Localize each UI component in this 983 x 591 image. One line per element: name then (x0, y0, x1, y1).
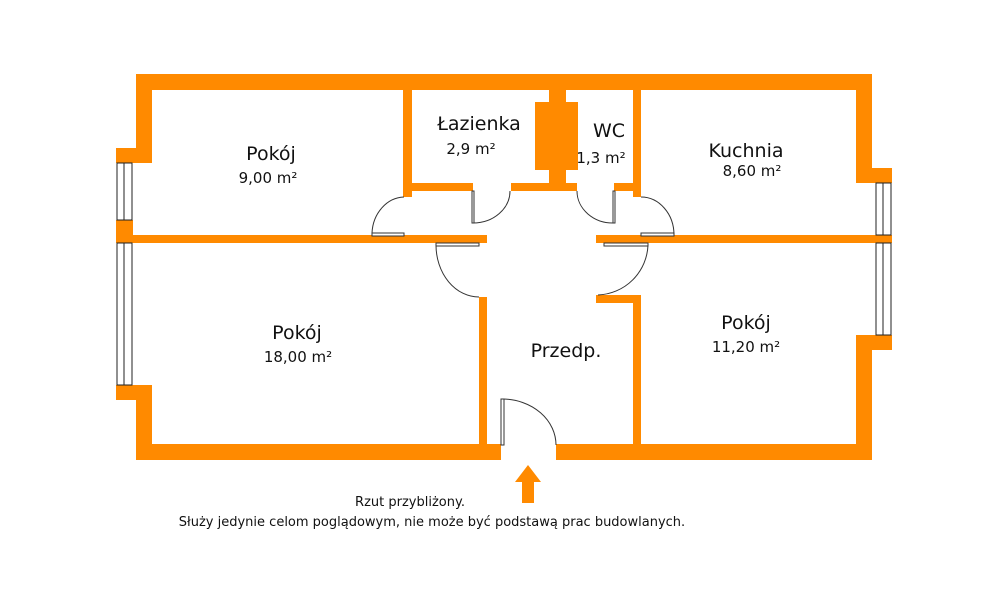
entrance-arrow-icon (515, 465, 541, 503)
windows (116, 162, 892, 386)
room-name: WC (593, 120, 625, 142)
room-wc: WC 1,3 m² (576, 120, 625, 167)
room-przedpokoj: Przedp. (531, 340, 602, 362)
room-area: 2,9 m² (446, 140, 495, 158)
room-lazienka: Łazienka 2,9 m² (436, 113, 521, 158)
walls (116, 74, 892, 460)
doors (371, 190, 675, 446)
room-pokoj-11: Pokój 11,20 m² (712, 312, 780, 356)
room-name: Kuchnia (708, 140, 783, 162)
disclaimer-line-1: Rzut przybliżony. (355, 495, 465, 510)
room-kuchnia: Kuchnia 8,60 m² (708, 140, 783, 180)
room-area: 18,00 m² (264, 348, 332, 366)
disclaimer-line-2: Służy jedynie celom poglądowym, nie może… (179, 515, 685, 530)
room-pokoj-18: Pokój 18,00 m² (264, 322, 332, 366)
room-area: 9,00 m² (239, 169, 298, 187)
room-pokoj-9: Pokój 9,00 m² (239, 143, 298, 187)
room-name: Łazienka (436, 113, 521, 135)
room-area: 11,20 m² (712, 338, 780, 356)
room-area: 8,60 m² (723, 162, 782, 180)
room-area: 1,3 m² (576, 149, 625, 167)
room-name: Pokój (272, 322, 322, 344)
chimney (535, 102, 578, 170)
room-name: Pokój (721, 312, 771, 334)
room-name: Przedp. (531, 340, 602, 362)
room-name: Pokój (246, 143, 296, 165)
